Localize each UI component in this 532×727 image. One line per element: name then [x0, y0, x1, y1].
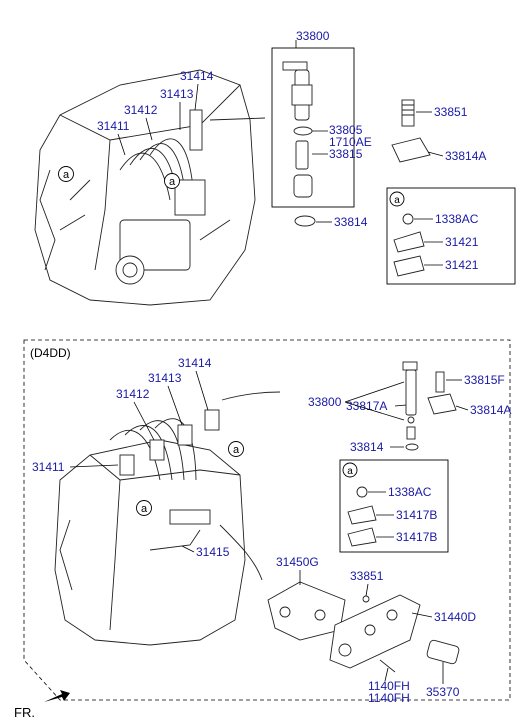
- top-callout-a-2: a: [164, 173, 180, 189]
- svg-text:a: a: [394, 195, 400, 206]
- top-washer-33814: [294, 215, 316, 227]
- bottom-detail-box: a: [339, 459, 449, 553]
- top-label-33800[interactable]: 33800: [296, 29, 330, 43]
- bottom-label-31450G[interactable]: 31450G: [276, 555, 319, 569]
- top-label-33814A[interactable]: 33814A: [445, 149, 486, 163]
- bottom-label-1140FH-b[interactable]: 1140FH: [368, 691, 410, 705]
- bottom-label-33851[interactable]: 33851: [350, 569, 384, 583]
- bottom-callout-a-2: a: [136, 500, 152, 516]
- bottom-detail-label-1338AC[interactable]: 1338AC: [388, 485, 432, 499]
- top-label-1710AE[interactable]: 1710AE: [329, 135, 372, 149]
- top-engine-illustration: [34, 69, 266, 306]
- bottom-label-31414[interactable]: 31414: [178, 356, 212, 370]
- bottom-label-33817A[interactable]: 33817A: [346, 399, 387, 413]
- top-label-33814[interactable]: 33814: [334, 215, 368, 229]
- bottom-engine-illustration: [54, 391, 281, 646]
- svg-text:a: a: [141, 503, 148, 515]
- front-direction-arrow: FR.: [14, 690, 70, 720]
- top-detail-label-1338AC[interactable]: 1338AC: [435, 212, 479, 226]
- top-callout-a-1: a: [58, 166, 74, 182]
- bottom-label-31413[interactable]: 31413: [148, 371, 182, 385]
- bottom-label-31415[interactable]: 31415: [196, 545, 230, 559]
- top-label-33815[interactable]: 33815: [329, 147, 363, 161]
- top-detail-label-31421-a[interactable]: 31421: [445, 235, 479, 249]
- svg-text:a: a: [233, 444, 240, 456]
- top-injector-box: [271, 40, 355, 208]
- svg-text:a: a: [63, 169, 70, 181]
- bottom-callout-a-1: a: [228, 441, 244, 457]
- top-label-33851[interactable]: 33851: [434, 105, 468, 119]
- top-clamp-33814A: [391, 137, 431, 163]
- svg-text:a: a: [169, 176, 176, 188]
- top-label-33805[interactable]: 33805: [329, 123, 363, 137]
- top-detail-box: a: [386, 187, 516, 285]
- top-bolt-33851: [401, 99, 415, 127]
- top-label-31412[interactable]: 31412: [124, 103, 158, 117]
- bottom-fuel-rail-assembly: [267, 581, 460, 673]
- section-label: (D4DD): [30, 346, 71, 360]
- bottom-label-33815F[interactable]: 33815F: [464, 373, 505, 387]
- bottom-label-33814[interactable]: 33814: [350, 440, 384, 454]
- top-detail-label-31421-b[interactable]: 31421: [445, 258, 479, 272]
- bottom-label-31411[interactable]: 31411: [32, 460, 65, 474]
- top-label-31414[interactable]: 31414: [180, 69, 214, 83]
- bottom-injector-33800: [402, 361, 419, 451]
- bottom-label-1140FH-a[interactable]: 1140FH: [368, 679, 410, 693]
- bottom-bolt-33815F: [435, 371, 445, 393]
- bottom-detail-label-31417B-a[interactable]: 31417B: [396, 508, 437, 522]
- d4dd-section-border: [23, 339, 511, 701]
- bottom-label-33814A[interactable]: 33814A: [470, 403, 511, 417]
- bottom-clamp-33814A: [427, 393, 457, 415]
- top-label-31411[interactable]: 31411: [97, 119, 130, 133]
- svg-text:a: a: [347, 466, 353, 477]
- bottom-label-31440D[interactable]: 31440D: [434, 610, 476, 624]
- direction-label: FR.: [14, 705, 35, 720]
- top-label-31413[interactable]: 31413: [160, 87, 194, 101]
- bottom-label-31412[interactable]: 31412: [116, 387, 150, 401]
- bottom-label-35370[interactable]: 35370: [426, 685, 460, 699]
- bottom-label-33800[interactable]: 33800: [308, 395, 342, 409]
- bottom-detail-label-31417B-b[interactable]: 31417B: [396, 530, 437, 544]
